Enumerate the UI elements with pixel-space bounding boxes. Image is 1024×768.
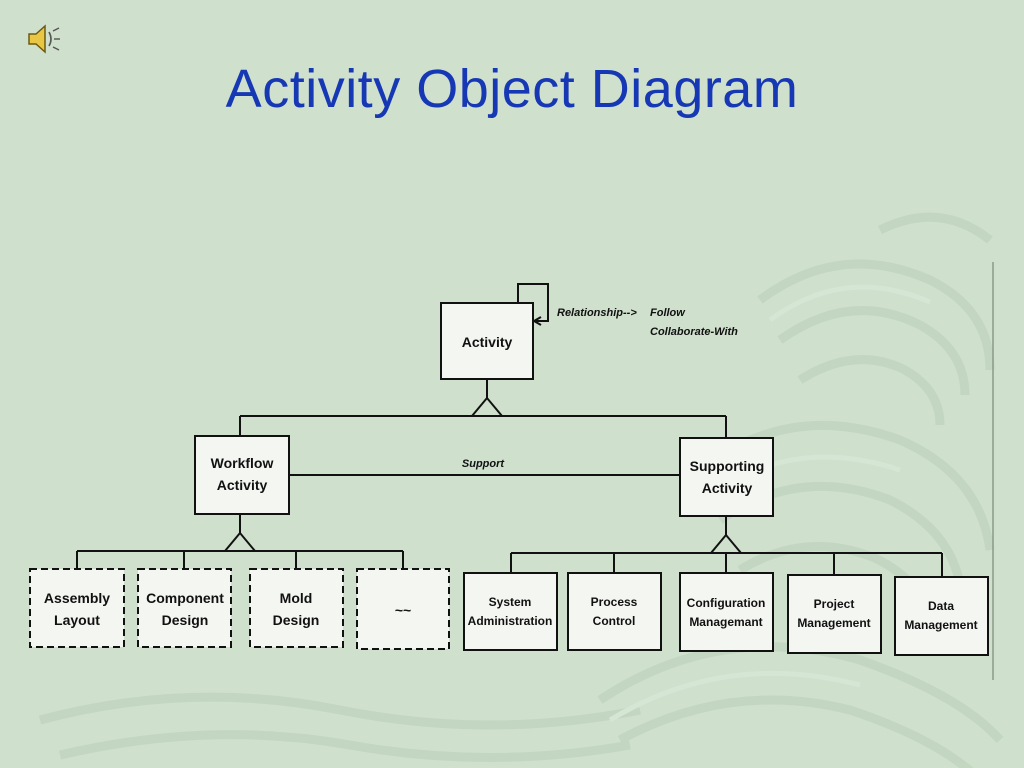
activity-label: Activity xyxy=(462,334,513,350)
system-administration-line1: System xyxy=(489,595,532,609)
component-design-line2: Design xyxy=(162,612,209,628)
supporting-inheritance-triangle xyxy=(708,533,744,554)
assembly-layout-box: Assembly Layout xyxy=(29,568,125,648)
relationship-label: Relationship--> xyxy=(557,307,637,319)
workflow-activity-label-line2: Activity xyxy=(217,477,268,493)
slide-title: Activity Object Diagram xyxy=(225,59,799,119)
configuration-management-line1: Configuration xyxy=(687,596,766,610)
workflow-activity-box: Workflow Activity xyxy=(194,435,290,515)
project-management-line1: Project xyxy=(814,597,855,611)
self-relationship-arrowhead xyxy=(533,316,542,326)
mold-design-line1: Mold xyxy=(280,590,313,606)
root-inheritance-triangle xyxy=(469,396,505,417)
self-relationship-loop xyxy=(517,283,549,322)
component-design-box: Component Design xyxy=(137,568,232,648)
support-association-label: Support xyxy=(462,458,505,470)
relationship-value-collaborate: Collaborate-With xyxy=(650,326,738,338)
supporting-activity-box: Supporting Activity xyxy=(679,437,774,517)
configuration-management-box: Configuration Managemant xyxy=(679,572,774,652)
assembly-layout-line2: Layout xyxy=(54,612,100,628)
data-management-box: Data Management xyxy=(894,576,989,656)
mold-design-line2: Design xyxy=(273,612,320,628)
activity-box: Activity xyxy=(440,302,534,380)
project-management-line2: Management xyxy=(797,616,870,630)
configuration-management-line2: Managemant xyxy=(689,615,762,629)
other-workflow-box: ~~ xyxy=(356,568,450,650)
other-workflow-label: ~~ xyxy=(395,602,411,618)
speaker-icon[interactable] xyxy=(26,22,62,56)
relationship-value-follow: Follow xyxy=(650,307,686,319)
project-management-box: Project Management xyxy=(787,574,882,654)
data-management-line2: Management xyxy=(904,618,977,632)
supporting-activity-label-line2: Activity xyxy=(702,480,753,496)
process-control-line1: Process xyxy=(591,595,638,609)
process-control-box: Process Control xyxy=(567,572,662,651)
assembly-layout-line1: Assembly xyxy=(44,590,110,606)
data-management-line1: Data xyxy=(928,599,954,613)
supporting-activity-label-line1: Supporting xyxy=(690,458,765,474)
system-administration-line2: Administration xyxy=(468,614,553,628)
mold-design-box: Mold Design xyxy=(249,568,344,648)
component-design-line1: Component xyxy=(146,590,224,606)
system-administration-box: System Administration xyxy=(463,572,558,651)
workflow-activity-label-line1: Workflow xyxy=(211,455,274,471)
process-control-line2: Control xyxy=(593,614,636,628)
workflow-inheritance-triangle xyxy=(222,531,258,552)
